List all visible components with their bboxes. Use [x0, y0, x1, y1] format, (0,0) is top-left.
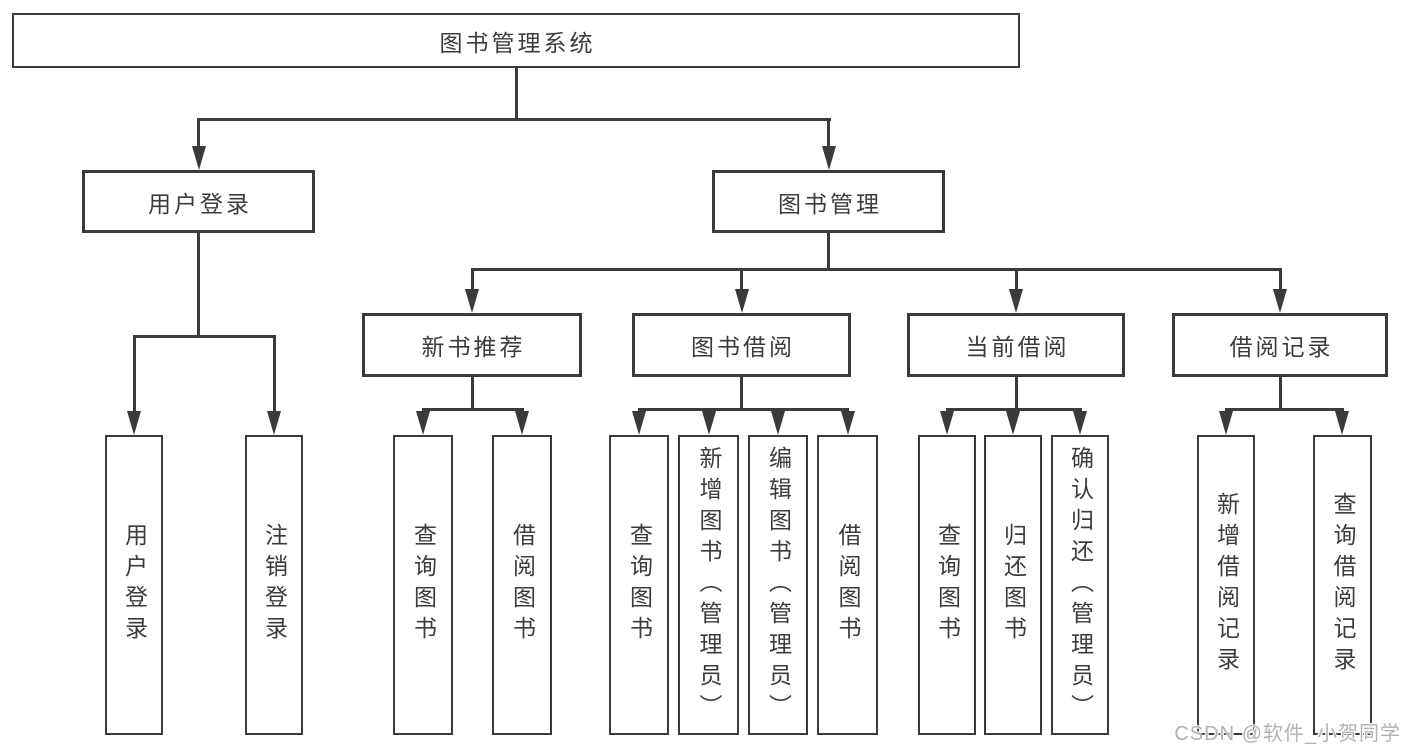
arrow-down-icon [1006, 411, 1020, 435]
arrow-down-icon [940, 411, 954, 435]
connector-line [514, 68, 518, 118]
leaf-logout: 注销登录 [245, 435, 303, 735]
leaf-query-books-borrowing: 查询图书 [609, 435, 669, 735]
leaf-query-books-current: 查询图书 [918, 435, 976, 735]
node-label: 注销登录 [261, 523, 288, 647]
arrow-down-icon [1073, 411, 1087, 435]
connector-line [740, 268, 743, 291]
node-label: 借阅记录 [1229, 334, 1334, 360]
arrow-down-icon [515, 411, 529, 435]
connector-line [197, 118, 200, 149]
node-label: 查询借阅记录 [1330, 492, 1356, 678]
leaf-query-borrow-record: 查询借阅记录 [1313, 435, 1372, 735]
arrow-down-icon [267, 411, 281, 435]
arrow-down-icon [840, 411, 855, 435]
arrow-down-icon [771, 411, 785, 435]
leaf-return-books: 归还图书 [984, 435, 1042, 735]
node-new-book-recommend: 新书推荐 [362, 313, 582, 377]
arrow-down-icon [821, 146, 836, 170]
arrow-down-icon [465, 289, 479, 313]
connector-line [470, 377, 474, 408]
node-label: 图书管理系统 [439, 29, 596, 56]
arrow-down-icon [127, 411, 141, 435]
node-label: 新书推荐 [421, 334, 526, 360]
arrow-down-icon [1009, 289, 1023, 313]
connector-line [470, 268, 1282, 271]
node-book-borrowing: 图书借阅 [632, 313, 851, 377]
leaf-add-borrow-record: 新增借阅记录 [1197, 435, 1255, 735]
node-user-login: 用户登录 [82, 170, 315, 233]
node-book-management: 图书管理 [712, 170, 945, 233]
node-label: 查询图书 [626, 523, 653, 647]
connector-line [470, 268, 474, 291]
arrow-down-icon [416, 411, 430, 435]
connector-line [197, 233, 200, 335]
node-label: 借阅图书 [835, 523, 861, 647]
leaf-add-books-admin: 新增图书（管理员） [678, 435, 739, 735]
connector-line [132, 335, 136, 411]
arrow-down-icon [632, 411, 646, 435]
node-label: 编辑图书（管理员） [765, 445, 792, 725]
node-borrowing-records: 借阅记录 [1172, 313, 1388, 377]
leaf-edit-books-admin: 编辑图书（管理员） [748, 435, 808, 735]
connector-line [1278, 268, 1282, 291]
node-label: 当前借阅 [965, 334, 1070, 360]
node-label: 查询图书 [410, 523, 437, 647]
arrow-down-icon [734, 289, 749, 313]
arrow-down-icon [1335, 411, 1349, 435]
leaf-confirm-return-admin: 确认归还（管理员） [1051, 435, 1109, 735]
node-label: 借阅图书 [509, 523, 536, 647]
arrow-down-icon [191, 146, 206, 170]
node-label: 确认归还（管理员） [1067, 445, 1094, 725]
watermark-text: CSDN @软件_小贺同学 [1174, 723, 1401, 745]
node-label: 新增借阅记录 [1213, 492, 1240, 678]
node-label: 图书管理 [778, 190, 882, 217]
leaf-query-books-recommend: 查询图书 [393, 435, 453, 735]
node-label: 归还图书 [1000, 523, 1027, 647]
leaf-borrow-books-borrowing: 借阅图书 [817, 435, 878, 735]
connector-line [197, 118, 831, 121]
node-label: 查询图书 [934, 523, 961, 647]
node-label: 用户登录 [148, 190, 252, 217]
node-library-management-system: 图书管理系统 [12, 13, 1020, 68]
connector-line [1278, 377, 1282, 408]
node-label: 新增图书（管理员） [696, 445, 722, 725]
arrow-down-icon [701, 411, 716, 435]
connector-line [421, 408, 524, 411]
node-label: 图书借阅 [691, 334, 795, 360]
connector-line [1014, 268, 1018, 291]
arrow-down-icon [1273, 289, 1287, 313]
leaf-user-login: 用户登录 [105, 435, 163, 735]
connector-line [272, 335, 276, 411]
connector-line [132, 335, 276, 338]
connector-line [637, 408, 849, 411]
connector-line [1224, 408, 1344, 411]
arrow-down-icon [1219, 411, 1233, 435]
node-current-borrowing: 当前借阅 [907, 313, 1125, 377]
node-label: 用户登录 [121, 523, 148, 647]
connector-line [945, 408, 1082, 411]
connector-line [740, 377, 743, 408]
leaf-borrow-books-recommend: 借阅图书 [492, 435, 552, 735]
connector-line [827, 118, 830, 149]
connector-line [827, 233, 830, 268]
connector-line [1014, 377, 1018, 408]
